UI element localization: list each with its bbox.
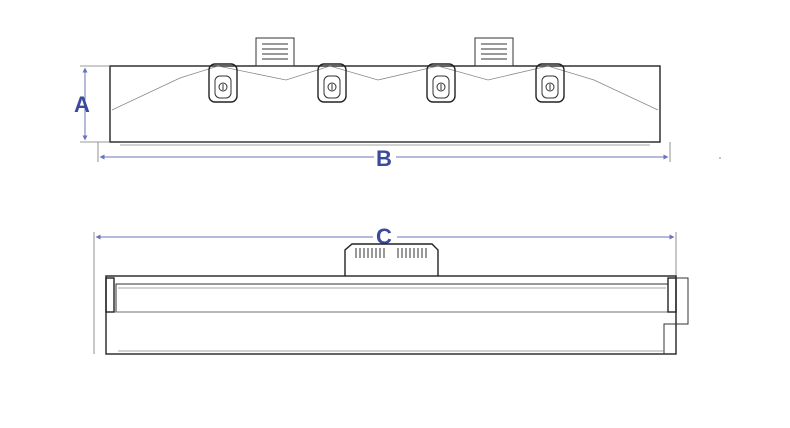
side-elevation-view: A B — [74, 37, 671, 171]
fixture-body — [105, 275, 677, 355]
dimension-c: C — [93, 224, 677, 354]
reflector-profile-line — [111, 65, 659, 111]
ballast-housing — [344, 243, 439, 276]
stray-mark — [719, 157, 721, 159]
housing-outline — [109, 65, 661, 143]
lamp-clip-1 — [208, 63, 238, 103]
lamp-clip-2 — [317, 63, 347, 103]
vent-block-left — [255, 37, 295, 67]
front-elevation-view: C — [93, 224, 689, 355]
dimension-c-label: C — [376, 224, 392, 249]
vent-block-right — [474, 37, 514, 67]
end-cap-right — [667, 277, 677, 313]
dimension-b-label: B — [376, 146, 392, 171]
end-cap-left — [105, 277, 115, 313]
lamp-clip-3 — [426, 63, 456, 103]
lamp-clip-4 — [535, 63, 565, 103]
mounting-bracket — [663, 277, 689, 354]
dimension-a-label: A — [74, 92, 90, 117]
dimension-a: A — [74, 65, 110, 143]
dimension-b: B — [97, 142, 671, 171]
